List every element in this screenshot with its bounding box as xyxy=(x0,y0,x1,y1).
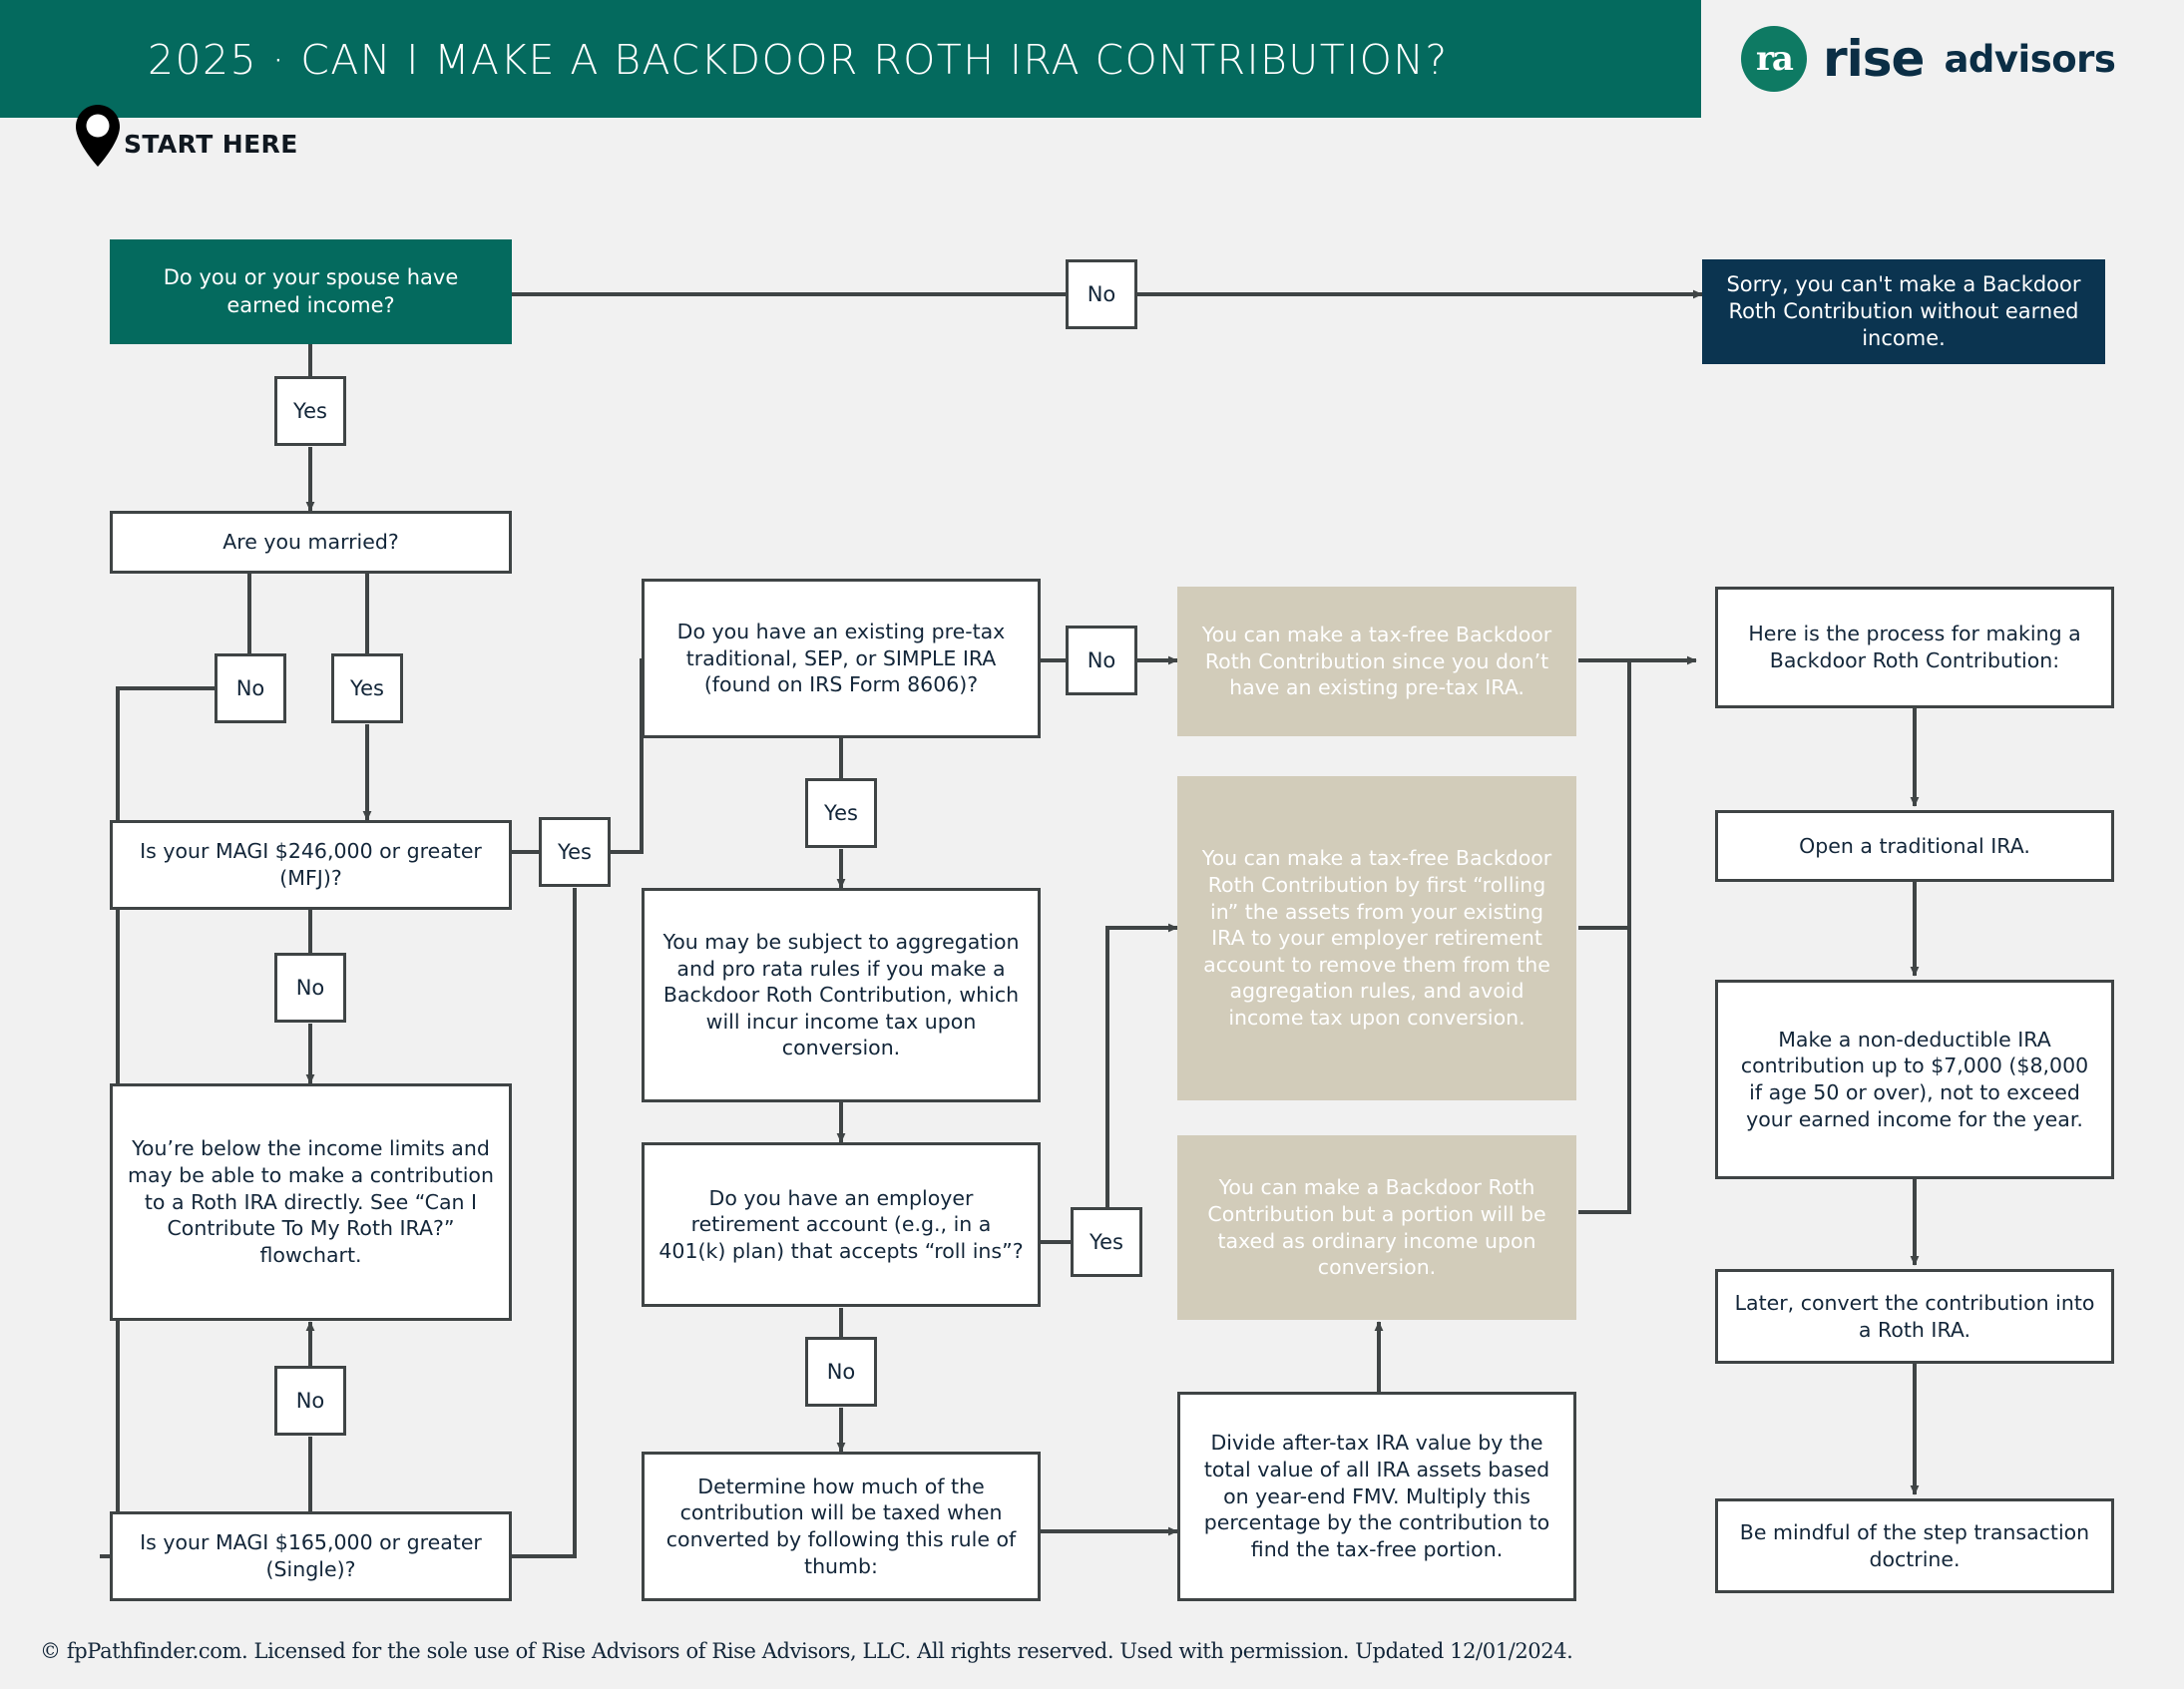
chip-pretax-yes[interactable]: Yes xyxy=(805,778,877,848)
node-taxfree-no-pretax[interactable]: You can make a tax-free Backdoor Roth Co… xyxy=(1177,587,1576,736)
chip-married-yes[interactable]: Yes xyxy=(331,653,403,723)
node-process-intro[interactable]: Here is the process for making a Backdoo… xyxy=(1715,587,2114,708)
chip-magi-yes[interactable]: Yes xyxy=(539,817,611,887)
logo-monogram: ra xyxy=(1756,39,1794,79)
node-determine-taxed[interactable]: Determine how much of the contribution w… xyxy=(642,1452,1041,1601)
header-bar xyxy=(0,0,1701,118)
chip-rollin-yes[interactable]: Yes xyxy=(1071,1207,1142,1277)
chip-magi-mfj-no[interactable]: No xyxy=(274,953,346,1023)
logo-subwordmark: advisors xyxy=(1944,37,2116,81)
logo-wordmark: rise xyxy=(1823,30,1925,88)
chip-earned-yes[interactable]: Yes xyxy=(274,376,346,446)
node-employer-rollin[interactable]: Do you have an employer retirement accou… xyxy=(642,1142,1041,1307)
map-pin-icon xyxy=(76,105,120,167)
chip-married-no[interactable]: No xyxy=(215,653,286,723)
node-married[interactable]: Are you married? xyxy=(110,511,512,574)
node-nondeductible-contribution[interactable]: Make a non-deductible IRA contribution u… xyxy=(1715,980,2114,1179)
node-open-ira[interactable]: Open a traditional IRA. xyxy=(1715,810,2114,882)
node-magi-single[interactable]: Is your MAGI $165,000 or greater (Single… xyxy=(110,1511,512,1601)
node-below-limits[interactable]: You’re below the income limits and may b… xyxy=(110,1083,512,1321)
node-no-earned-income[interactable]: Sorry, you can't make a Backdoor Roth Co… xyxy=(1702,259,2105,364)
node-existing-pretax-ira[interactable]: Do you have an existing pre-tax traditio… xyxy=(642,579,1041,738)
footer-copyright: © fpPathfinder.com. Licensed for the sol… xyxy=(40,1639,1573,1663)
node-convert-later[interactable]: Later, convert the contribution into a R… xyxy=(1715,1269,2114,1364)
node-aggregation-prorata[interactable]: You may be subject to aggregation and pr… xyxy=(642,888,1041,1102)
node-divide-formula[interactable]: Divide after-tax IRA value by the total … xyxy=(1177,1392,1576,1601)
node-partially-taxed[interactable]: You can make a Backdoor Roth Contributio… xyxy=(1177,1135,1576,1320)
page-title: 2025 · CAN I MAKE A BACKDOOR ROTH IRA CO… xyxy=(148,36,1449,84)
chip-earned-no[interactable]: No xyxy=(1066,259,1137,329)
node-step-doctrine[interactable]: Be mindful of the step transaction doctr… xyxy=(1715,1498,2114,1593)
logo-mark-icon: ra xyxy=(1741,26,1807,92)
chip-pretax-no[interactable]: No xyxy=(1066,626,1137,695)
node-taxfree-rollin[interactable]: You can make a tax-free Backdoor Roth Co… xyxy=(1177,776,1576,1100)
chip-magi-single-no[interactable]: No xyxy=(274,1366,346,1436)
node-magi-mfj[interactable]: Is your MAGI $246,000 or greater (MFJ)? xyxy=(110,820,512,910)
node-earned-income[interactable]: Do you or your spouse have earned income… xyxy=(110,239,512,344)
start-here-label: START HERE xyxy=(124,130,298,159)
brand-logo: ra rise advisors xyxy=(1741,24,2116,94)
chip-rollin-no[interactable]: No xyxy=(805,1337,877,1407)
